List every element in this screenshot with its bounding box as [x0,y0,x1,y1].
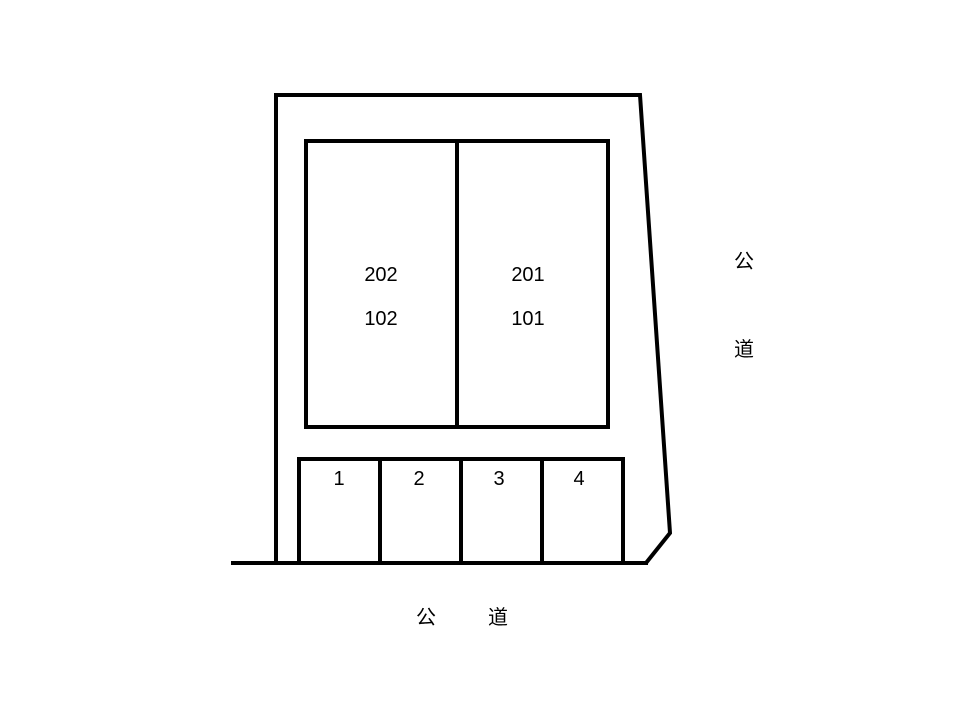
south-road-label-char: 道 [488,605,508,629]
unit-101-label: 101 [511,308,544,330]
east-road-label-char: 道 [734,337,754,361]
parking-space-label: 4 [573,468,584,490]
parking-space-label: 3 [493,468,504,490]
south-road-label-char: 公 [416,605,436,629]
unit-102-label: 102 [364,308,397,330]
parking-space-label: 2 [413,468,424,490]
unit-201-label: 201 [511,264,544,286]
unit-202-label: 202 [364,264,397,286]
lot-boundary [274,93,673,565]
east-road-label-char: 公 [734,249,754,273]
parking-space-label: 1 [333,468,344,490]
